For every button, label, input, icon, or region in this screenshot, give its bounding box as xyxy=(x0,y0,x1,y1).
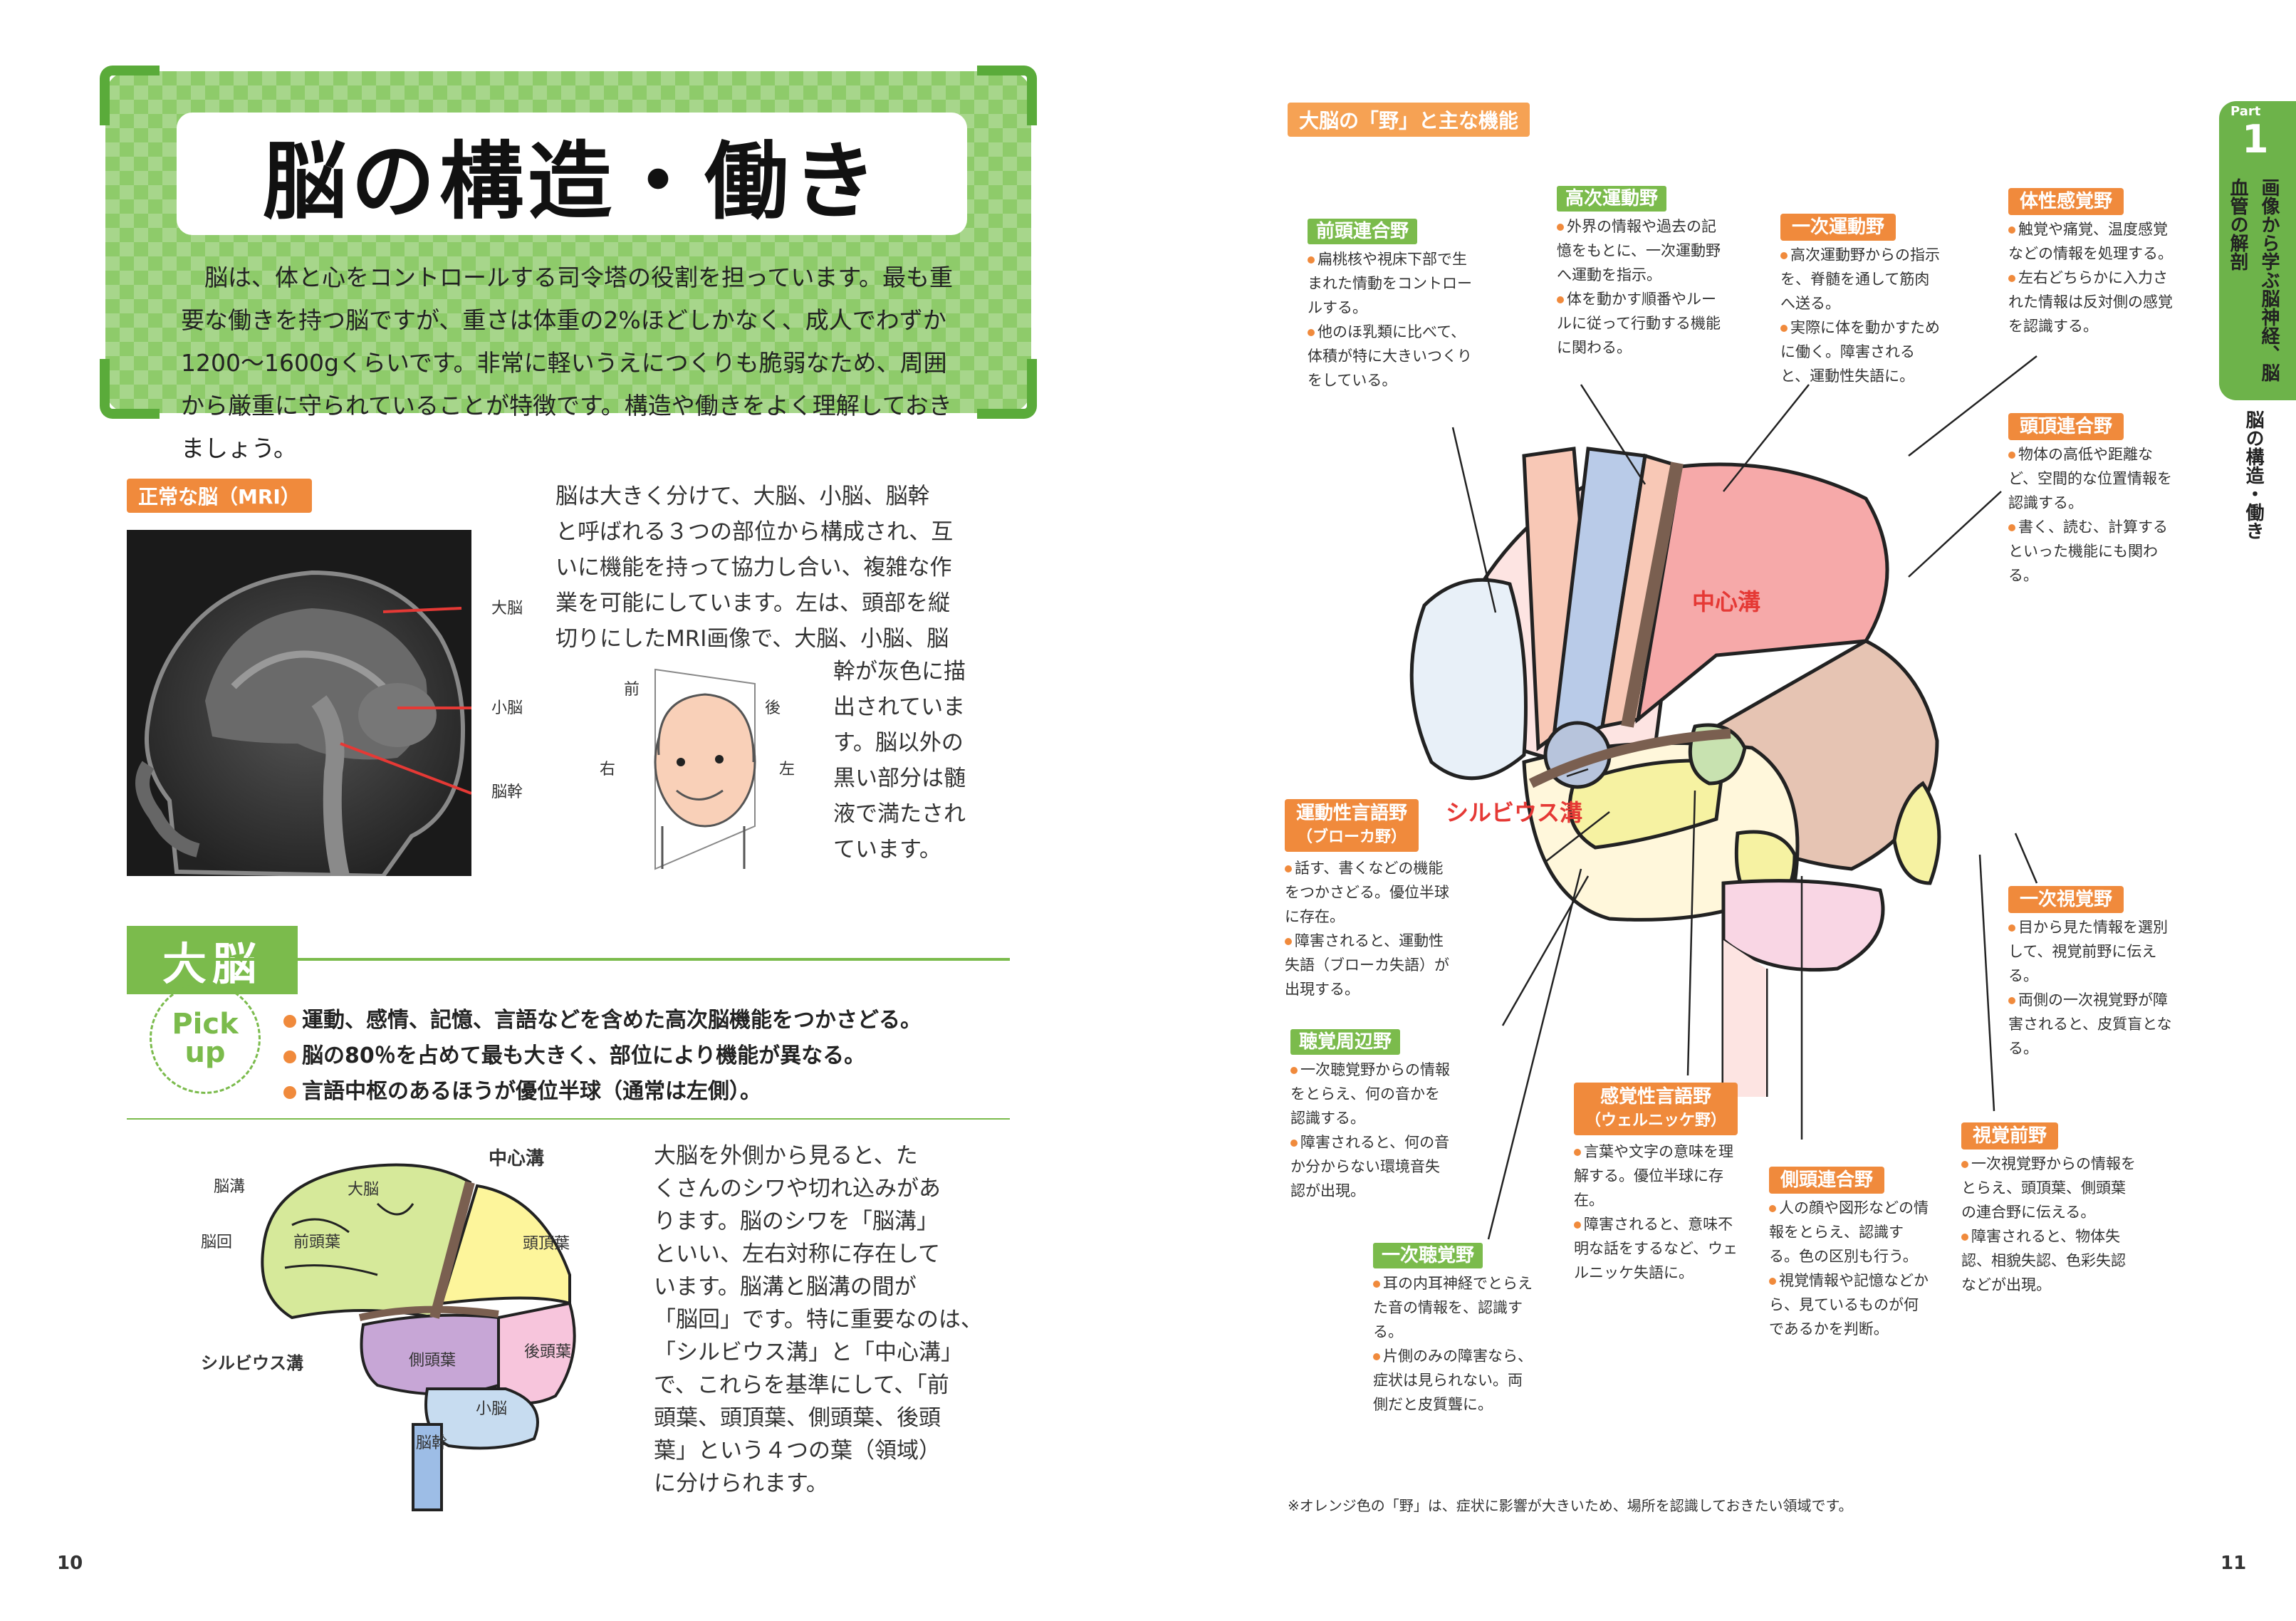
diagram-label-cerebrum: 大脳 xyxy=(348,1181,380,1199)
head-label-back: 後 xyxy=(765,699,781,717)
diagram-label-cerebellum: 小脳 xyxy=(476,1400,508,1418)
pickup-top-rule xyxy=(127,958,1010,961)
mri-label-brainstem: 脳幹 xyxy=(491,783,523,801)
diagram-label-parietal: 頭頂葉 xyxy=(523,1235,570,1253)
region-auditory-assoc: 聴覚周辺野 一次聴覚野からの情報をとらえ、何の音かを認識する。 障害されると、何… xyxy=(1290,1027,1454,1203)
brain-label-sylvian: シルビウス溝 xyxy=(1446,799,1583,826)
region-prefrontal: 前頭連合野 扁桃核や視床下部で生まれた情動をコントロールする。 他のほ乳類に比べ… xyxy=(1308,217,1478,392)
page-number-left: 10 xyxy=(57,1553,83,1574)
mri-label-cerebellum: 小脳 xyxy=(491,699,523,717)
pickup-list: 運動、感情、記憶、言語などを含めた高次脳機能をつかさどる。 脳の80％を占めて最… xyxy=(283,1003,922,1110)
pickup-bottom-rule xyxy=(127,1118,1010,1120)
sidebar-section-title: 画像から学ぶ脳神経、脳血管の解剖 xyxy=(2227,178,2280,382)
lobe-diagram xyxy=(235,1140,620,1524)
brain-function-diagram xyxy=(1382,427,2037,1097)
region-primary-auditory: 一次聴覚野 耳の内耳神経でとらえた音の情報を、認識する。 片側のみの障害なら、症… xyxy=(1373,1241,1537,1417)
region-somatosensory: 体性感覚野 触覚や痛覚、温度感覚などの情報を処理する。 左右どちらかに入力された… xyxy=(2008,187,2179,338)
region-parietal-assoc: 頭頂連合野 物体の高低や距離など、空間的な位置情報を認識する。 書く、読む、計算… xyxy=(2008,412,2179,588)
mri-text-wide: 脳は大きく分けて、大脳、小脳、脳幹と呼ばれる３つの部位から構成され、互いに機能を… xyxy=(555,484,954,652)
head-orientation-illustration xyxy=(591,662,805,876)
sidebar-topic: 脳の構造・働き xyxy=(2243,410,2264,540)
section-sidebar xyxy=(2219,101,2296,400)
mri-label-cerebrum: 大脳 xyxy=(491,600,523,617)
cerebrum-text: 大脳を外側から見ると、たくさんのシワや切れ込みがあります。脳のシワを「脳溝」とい… xyxy=(654,1143,983,1496)
diagram-label-occipital: 後頭葉 xyxy=(524,1343,572,1361)
head-label-left: 左 xyxy=(779,761,795,778)
region-primary-visual: 一次視覚野 目から見た情報を選別して、視覚前野に伝える。 両側の一次視覚野が障害… xyxy=(2008,885,2179,1060)
diagram-label-frontal: 前頭葉 xyxy=(293,1234,341,1251)
intro-paragraph: 脳は、体と心をコントロールする司令塔の役割を担っています。最も重要な働きを持つ脳… xyxy=(181,264,954,462)
footnote: ※オレンジ色の「野」は、症状に影響が大きいため、場所を認識しておきたい領域です。 xyxy=(1288,1497,1853,1514)
region-broca: 運動性言語野（ブローカ野） 話す、書くなどの機能をつかさどる。優位半球に存在。 … xyxy=(1285,799,1456,1001)
diagram-label-brainstem: 脳幹 xyxy=(416,1434,448,1452)
diagram-label-central: 中心溝 xyxy=(489,1148,545,1169)
diagram-label-sulcus: 脳溝 xyxy=(214,1178,246,1196)
region-premotor: 高次運動野 外界の情報や過去の記憶をもとに、一次運動野へ運動を指示。 体を動かす… xyxy=(1557,184,1728,360)
region-primary-motor: 一次運動野 高次運動野からの指示を、脊髄を通して筋肉へ送る。 実際に体を動かすた… xyxy=(1780,212,1944,388)
sidebar-part-number: 1 xyxy=(2242,117,2269,162)
sidebar-part-label: Part xyxy=(2230,104,2261,119)
mri-tag: 正常な脳（MRI） xyxy=(127,479,312,513)
diagram-label-gyrus: 脳回 xyxy=(201,1234,233,1251)
diagram-label-temporal: 側頭葉 xyxy=(409,1352,456,1370)
region-temporal-assoc: 側頭連合野 人の顔や図形などの情報をとらえ、認識する。色の区別も行う。 視覚情報… xyxy=(1769,1165,1933,1341)
mri-text-narrow: 幹が灰色に描出されています。脳以外の黒い部分は髄液で満たされています。 xyxy=(833,659,966,862)
region-visual-assoc: 視覚前野 一次視覚野からの情報をとらえ、頭頂葉、側頭葉の連合野に伝える。 障害さ… xyxy=(1961,1121,2139,1297)
brain-label-central: 中心溝 xyxy=(1692,588,1761,615)
head-label-right: 右 xyxy=(600,761,616,778)
region-wernicke: 感覚性言語野（ウェルニッケ野） 言葉や文字の意味を理解する。優位半球に存在。 障… xyxy=(1574,1083,1738,1285)
page-number-right: 11 xyxy=(2221,1553,2247,1574)
right-heading: 大脳の「野」と主な機能 xyxy=(1288,103,1530,137)
diagram-label-sylvian: シルビウス溝 xyxy=(201,1353,303,1373)
head-label-front: 前 xyxy=(624,681,640,699)
page-title: 脳の構造・働き xyxy=(177,113,967,235)
mri-image xyxy=(127,530,471,876)
